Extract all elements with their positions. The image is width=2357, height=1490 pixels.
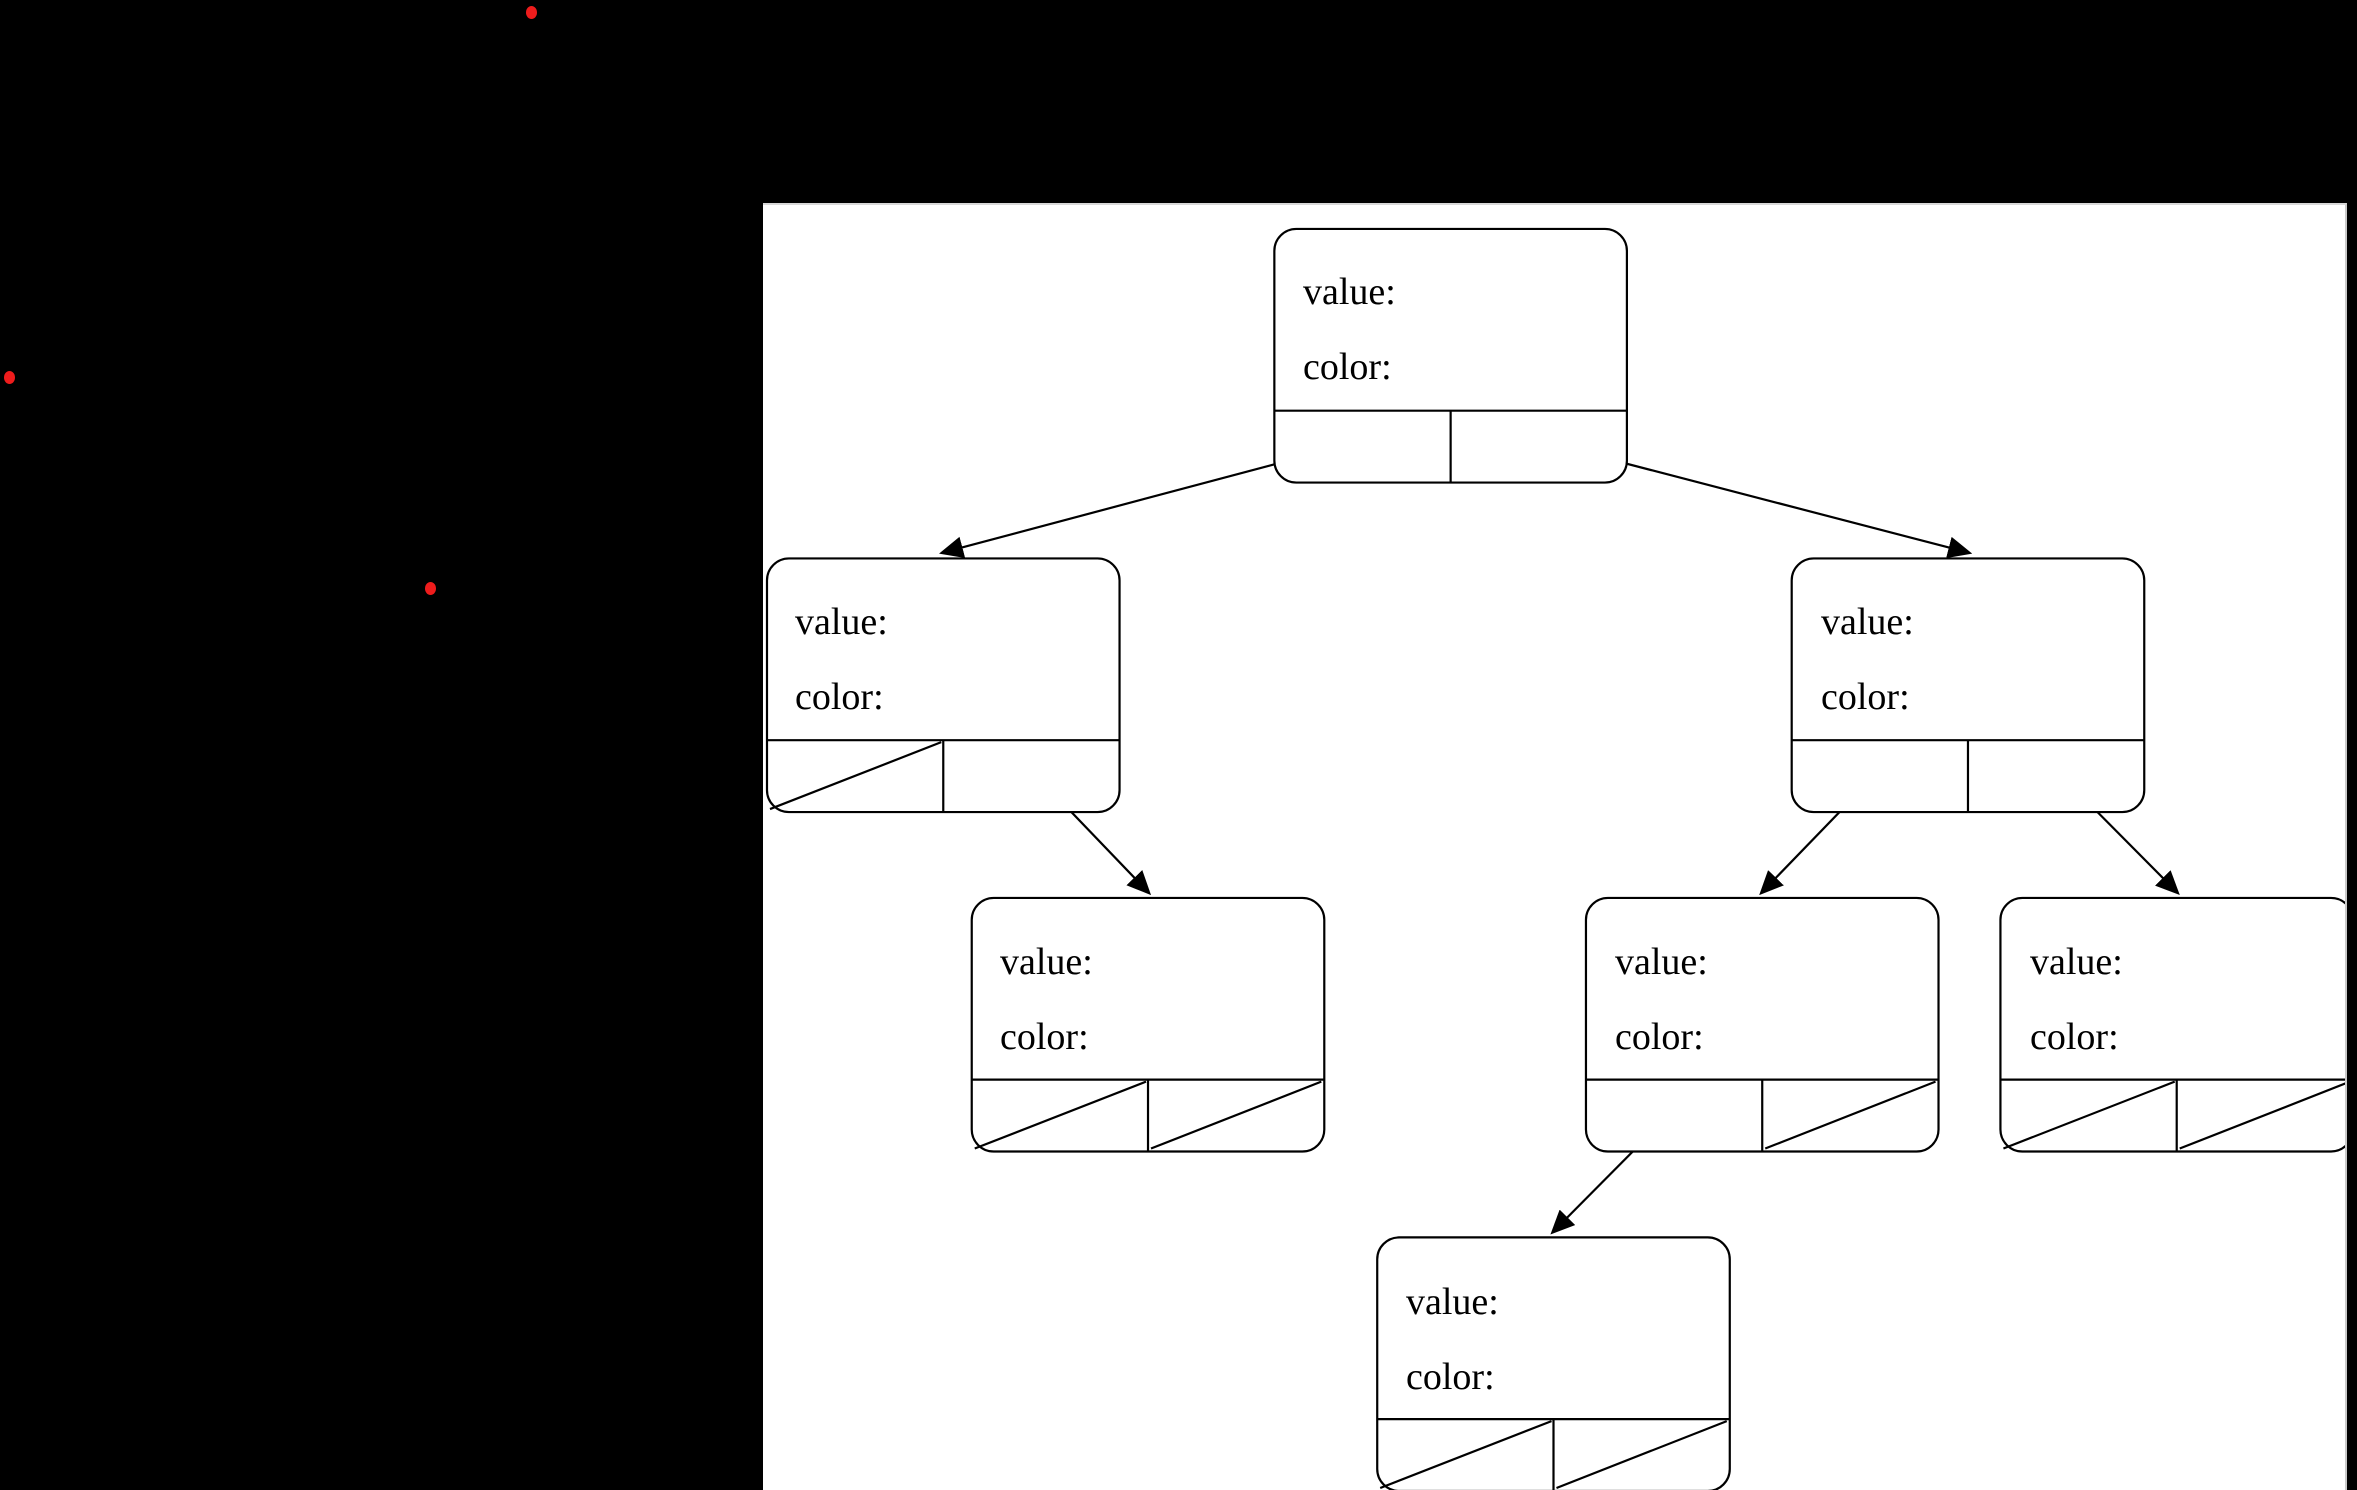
tree-node-left-right-value-label: value: xyxy=(1000,941,1093,983)
node-layer xyxy=(765,227,2345,1490)
tree-node-right-left-color-label: color: xyxy=(1615,1016,1704,1058)
tree-node-right-left-box xyxy=(1584,896,1940,1153)
tree-node-right-left-left[interactable] xyxy=(1376,1236,1731,1490)
tree-node-right-left-left-right-null-slash-icon xyxy=(1556,1420,1728,1490)
tree-node-left-right[interactable] xyxy=(970,896,1326,1153)
tree-node-right-left-right-null-slash-icon xyxy=(1764,1080,1936,1150)
tree-node-right-left-left-color-label: color: xyxy=(1406,1356,1495,1398)
tree-node-root-value-label: value: xyxy=(1303,271,1396,313)
tree-node-left-color-label: color: xyxy=(795,676,884,718)
tree-node-right-left-left-value-label: value: xyxy=(1406,1281,1499,1323)
tree-node-right-right-left-null-slash-icon xyxy=(2003,1080,2176,1150)
tree-node-right-left-left-left-null-slash-icon xyxy=(1379,1420,1552,1490)
tree-node-right[interactable] xyxy=(1790,557,2146,814)
tree-node-left-left-null-slash-icon xyxy=(769,741,942,811)
tree-node-right-right-color-label: color: xyxy=(2030,1016,2119,1058)
tree-node-right-right[interactable] xyxy=(1999,896,2345,1153)
tree-node-left-right-right-null-slash-icon xyxy=(1150,1080,1322,1150)
tree-node-right-color-label: color: xyxy=(1821,676,1910,718)
tree-node-right-right-value-label: value: xyxy=(2030,941,2123,983)
tree-node-right-right-right-null-slash-icon xyxy=(2179,1082,2345,1150)
diagram-svg xyxy=(765,227,2345,1490)
tree-node-right-left[interactable] xyxy=(1584,896,1940,1153)
tree-node-left-value-label: value: xyxy=(795,601,888,643)
tree-node-right-left-left-box xyxy=(1376,1236,1731,1490)
tree-node-left[interactable] xyxy=(765,557,1121,814)
cursor-dot-left xyxy=(4,371,15,384)
cursor-dot-top xyxy=(526,6,537,19)
tree-node-left-right-left-null-slash-icon xyxy=(974,1080,1147,1150)
diagram-canvas[interactable]: value: color: value: color: value: color: valu… xyxy=(763,203,2347,1490)
tree-node-right-value-label: value: xyxy=(1821,601,1914,643)
cursor-dot-middle xyxy=(425,582,436,595)
tree-node-left-right-color-label: color: xyxy=(1000,1016,1089,1058)
tree-node-root-color-label: color: xyxy=(1303,346,1392,388)
tree-node-left-right-box xyxy=(970,896,1326,1153)
tree-node-right-right-box xyxy=(1999,896,2345,1153)
tree-node-root[interactable] xyxy=(1273,227,1629,484)
tree-node-right-left-value-label: value: xyxy=(1615,941,1708,983)
